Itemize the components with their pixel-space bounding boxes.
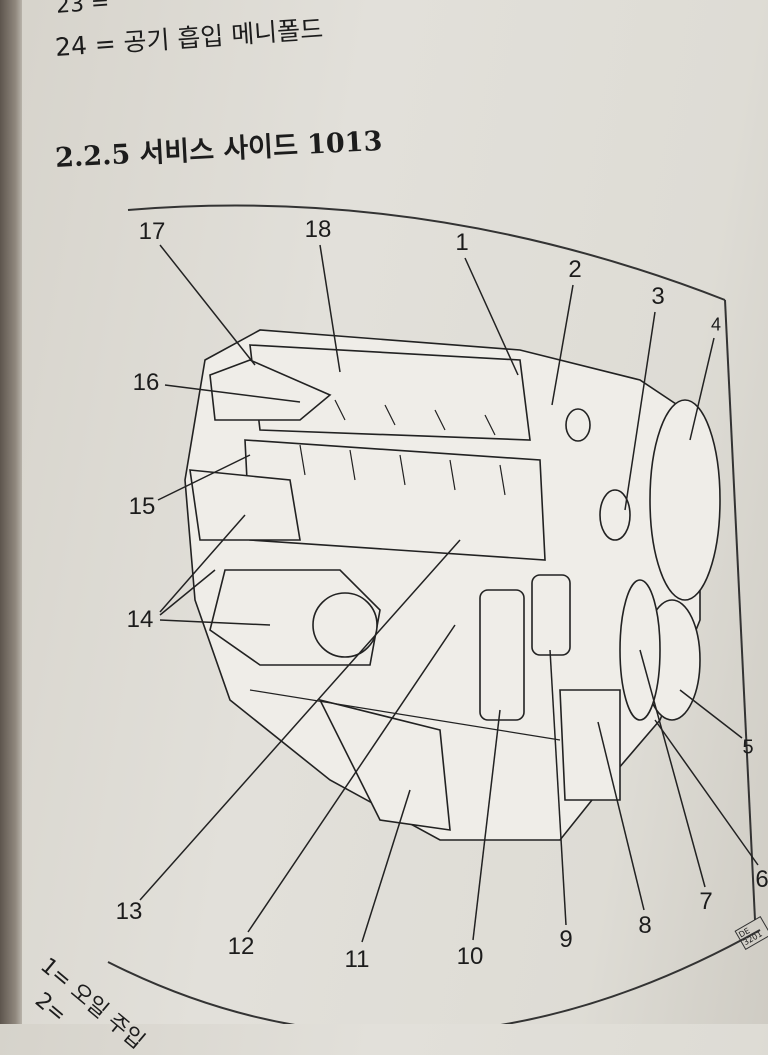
callout-16: 16	[132, 369, 160, 396]
callout-15: 15	[128, 493, 156, 520]
book-spine-edge	[0, 0, 22, 1024]
callout-7: 7	[699, 888, 713, 915]
callout-10: 10	[456, 943, 484, 970]
engine-illustration	[184, 329, 721, 841]
leader-lines	[139, 244, 759, 943]
diagram-frame-bottom	[107, 929, 761, 1024]
callout-8: 8	[638, 912, 652, 939]
callout-14: 14	[126, 606, 154, 633]
callout-1: 1	[455, 229, 469, 256]
callout-2: 2	[568, 256, 582, 283]
callout-17: 17	[138, 218, 166, 245]
callout-12: 12	[227, 933, 255, 960]
callout-18: 18	[304, 216, 332, 243]
callout-13: 13	[115, 898, 143, 925]
diagram-frame-top	[127, 204, 726, 301]
callout-11: 11	[344, 946, 370, 973]
callout-3: 3	[651, 283, 665, 310]
callout-5: 5	[742, 736, 754, 759]
diagram-frame-right	[724, 299, 756, 921]
callout-4: 4	[710, 314, 722, 335]
callout-9: 9	[559, 926, 573, 953]
callout-6: 6	[755, 866, 768, 893]
engine-diagram	[107, 204, 761, 1024]
